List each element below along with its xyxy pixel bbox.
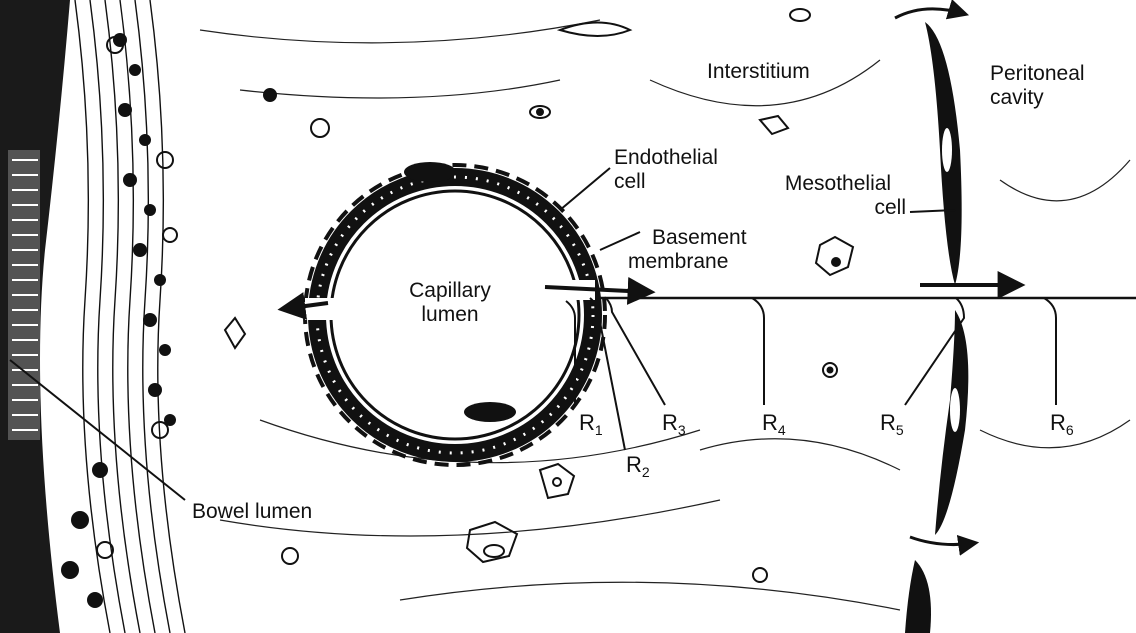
peritoneal-line-2: cavity xyxy=(990,86,1085,110)
endothelial-leader xyxy=(560,168,610,210)
bowel-lumen-label: Bowel lumen xyxy=(192,500,312,524)
endothelial-cell-label: Endothelial cell xyxy=(614,146,718,194)
endothelial-line-1: Endothelial xyxy=(614,146,718,170)
mesothelial-cell-label: Mesothelial cell xyxy=(768,172,908,220)
capillary-lumen-label: Capillary lumen xyxy=(390,279,510,327)
mesothelial-line-2: cell xyxy=(768,196,908,220)
peritoneal-line-1: Peritoneal xyxy=(990,62,1085,86)
bowel-wall xyxy=(0,0,185,633)
r6-label: R6 xyxy=(1050,410,1074,438)
r5-label: R5 xyxy=(880,410,904,438)
r4-leader xyxy=(752,298,764,405)
resistance-brackets xyxy=(566,298,1056,450)
basement-membrane-label: Basement membrane xyxy=(650,226,747,274)
mesothelium xyxy=(905,22,968,633)
r3-label: R3 xyxy=(662,410,686,438)
endothelial-line-2: cell xyxy=(614,170,718,194)
interstitium-label: Interstitium xyxy=(707,60,810,84)
basement-line-2: membrane xyxy=(628,250,747,274)
capillary-line-1: Capillary xyxy=(390,279,510,303)
r3-leader xyxy=(606,298,665,405)
r2-label: R2 xyxy=(626,452,650,480)
basement-line-1: Basement xyxy=(650,226,747,250)
peritoneal-cavity-label: Peritoneal cavity xyxy=(990,62,1085,110)
r6-leader xyxy=(1044,298,1056,405)
capillary-line-2: lumen xyxy=(390,303,510,327)
basement-leader xyxy=(600,232,640,250)
mesothelial-line-1: Mesothelial xyxy=(768,172,908,196)
r1-label: R1 xyxy=(579,410,603,438)
r4-label: R4 xyxy=(762,410,786,438)
